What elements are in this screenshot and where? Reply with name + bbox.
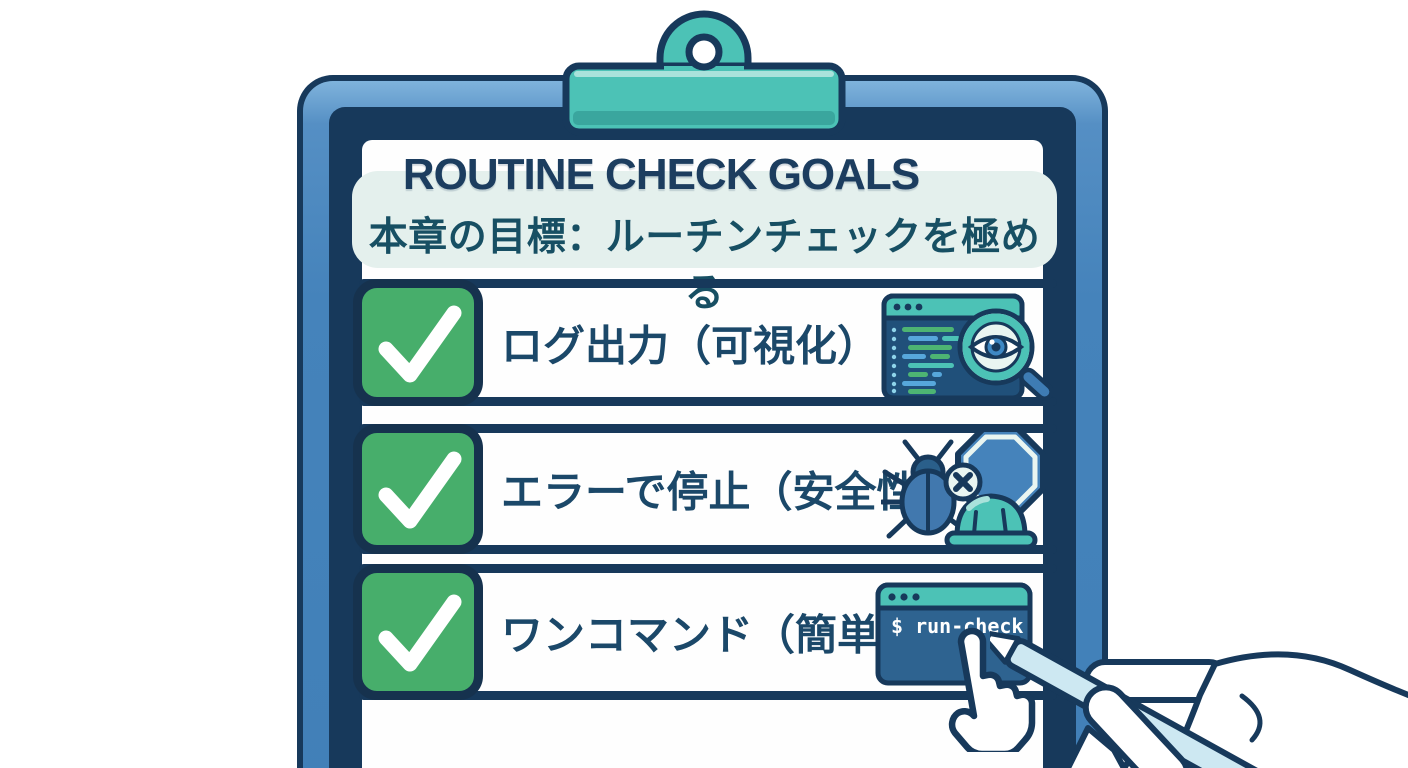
terminal-window-icon[interactable]: $ run-check [875, 582, 1033, 686]
error-x-icon [943, 462, 983, 502]
checklist-item-label: エラーで停止（安全性） [501, 468, 961, 516]
checkmark-icon [378, 594, 462, 672]
page-title: ROUTINE CHECK GOALS [402, 150, 920, 199]
checkmark-icon [378, 305, 462, 382]
checkbox-checked[interactable] [353, 564, 483, 700]
checkbox-checked[interactable] [353, 424, 483, 554]
row-divider [359, 545, 1057, 554]
row-divider [359, 397, 1057, 406]
checkbox-checked[interactable] [353, 279, 483, 406]
bug-stop-safety-icon [881, 428, 1059, 566]
row-divider [359, 424, 1057, 433]
hand-cursor-icon [928, 624, 1040, 752]
checklist-item-log-output: ログ出力（可視化） [353, 279, 1057, 406]
row-divider [359, 691, 1057, 700]
row-divider [359, 564, 1057, 573]
magnifier-eye-icon [957, 308, 1053, 401]
checklist-item-one-command: ワンコマンド（簡単） $ run-check [353, 564, 1057, 700]
code-log-viewer-icon [881, 290, 1053, 402]
checklist-item-label: ワンコマンド（簡単） [501, 611, 922, 659]
hand-with-pen-icon [990, 600, 1408, 768]
row-divider [359, 279, 1057, 288]
hard-hat-icon [944, 493, 1038, 550]
checkmark-icon [378, 451, 462, 529]
clipboard-clip-icon [558, 8, 850, 140]
subtitle-background [352, 171, 1057, 268]
checklist-item-stop-on-error: エラーで停止（安全性） [353, 424, 1057, 554]
checklist-item-label: ログ出力（可視化） [501, 322, 880, 369]
